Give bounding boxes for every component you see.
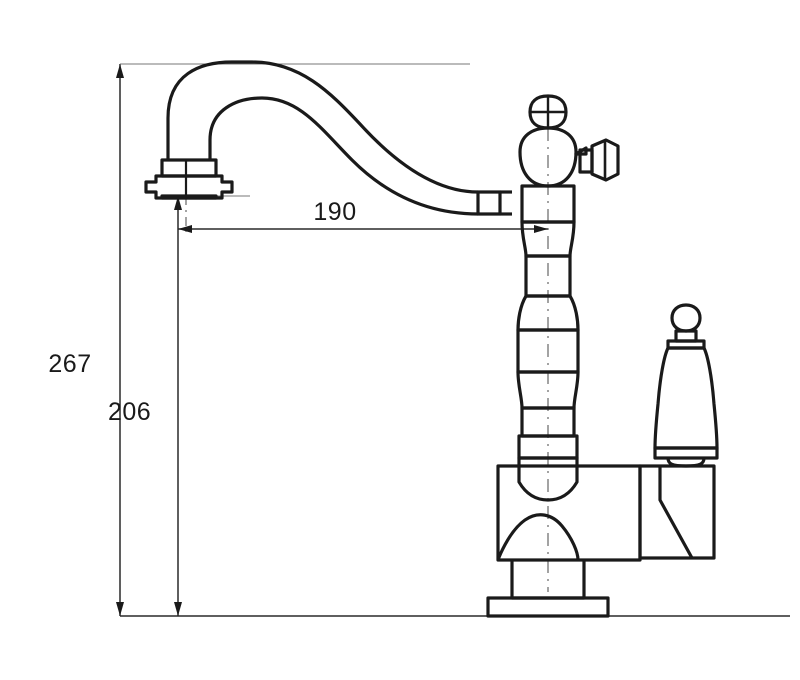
swivel-ball xyxy=(518,126,578,188)
column-flare xyxy=(517,456,579,502)
arrowhead-up-267 xyxy=(116,64,124,78)
spout-outer-profile xyxy=(166,60,479,194)
arrowhead-down-206 xyxy=(174,602,182,616)
top-cap xyxy=(528,94,568,130)
base-assembly xyxy=(486,560,610,618)
arrowhead-up-206 xyxy=(174,196,182,210)
dimension-label-267: 267 xyxy=(48,350,91,378)
top-cap-dome xyxy=(528,94,568,130)
cartridge-body xyxy=(496,464,716,562)
dimension-label-206: 206 xyxy=(108,398,151,426)
base-plate xyxy=(486,596,610,618)
dimension-overall-height: 267 xyxy=(48,63,470,616)
arrowhead-left-190 xyxy=(178,225,192,233)
lever-handle xyxy=(653,303,719,468)
spout-inner-profile xyxy=(208,96,479,216)
aerator-flange xyxy=(144,174,234,200)
lever-base-band xyxy=(653,446,719,460)
aerator-outlet xyxy=(144,158,234,200)
arrowhead-right-190 xyxy=(534,225,548,233)
arrowhead-down-267 xyxy=(116,602,124,616)
column-segments xyxy=(516,184,580,502)
body-dome-arch xyxy=(496,513,580,561)
dimension-label-190: 190 xyxy=(313,198,356,226)
side-knob-body xyxy=(590,138,620,182)
dimension-spout-reach: 190 xyxy=(178,198,548,233)
faucet-assembly xyxy=(144,60,719,618)
aerator-spigot xyxy=(160,194,218,200)
body-main-block xyxy=(496,464,642,562)
side-knob xyxy=(574,138,620,182)
lever-stem xyxy=(666,457,706,468)
body-lever-slot xyxy=(658,466,694,559)
